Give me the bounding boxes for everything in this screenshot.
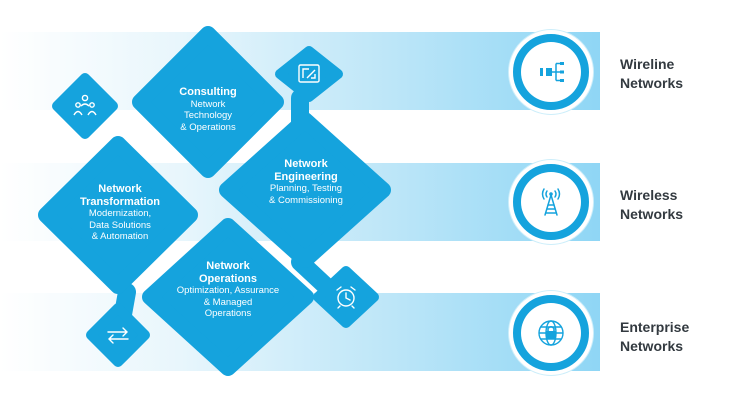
diamond-operations — [142, 218, 314, 376]
label-line: Enterprise — [620, 319, 690, 335]
service-title: Network Engineering — [274, 158, 338, 183]
wireless-network-badge — [509, 160, 593, 244]
service-desc-line: & Automation — [91, 231, 149, 242]
small-diamond-blueprint — [275, 46, 343, 102]
service-desc-line: Modernization, — [88, 208, 152, 219]
service-engineering: Network Engineering Planning, Testing & … — [262, 158, 350, 206]
globe-lock-icon — [538, 320, 564, 346]
alarm-clock-icon — [336, 286, 356, 309]
service-desc-line: & Commissioning — [269, 194, 343, 206]
service-transformation: Network Transformation Modernization, Da… — [72, 183, 168, 243]
service-consulting: Consulting Network Technology & Operatio… — [150, 86, 266, 133]
enterprise-networks-label: Enterprise Networks — [620, 318, 689, 356]
service-desc-line: Optimization, Assurance — [176, 285, 280, 296]
service-desc-line: Data Solutions — [89, 219, 151, 231]
service-title: Network Operations — [198, 260, 258, 285]
blueprint-icon — [298, 64, 320, 83]
service-title: Consulting — [179, 86, 237, 98]
enterprise-network-badge — [509, 291, 593, 375]
label-line: Wireless — [620, 187, 678, 203]
service-title: Network Transformation — [79, 183, 161, 208]
label-line: Networks — [620, 75, 684, 91]
diamond-engineering — [219, 112, 391, 268]
service-desc-line: & Operations — [180, 121, 236, 133]
wireline-networks-label: Wireline Networks — [620, 55, 683, 93]
service-desc-line: & Managed — [203, 296, 253, 308]
label-line: Networks — [620, 338, 684, 354]
diamond-consulting — [132, 26, 284, 178]
service-desc-line: Technology — [183, 110, 233, 121]
service-operations: Network Operations Optimization, Assuran… — [177, 260, 279, 320]
network-hierarchy-icon — [540, 62, 564, 82]
people-icon — [73, 94, 97, 116]
label-line: Wireline — [620, 56, 675, 72]
diamond-transformation — [38, 136, 198, 294]
arrows-exchange-icon — [107, 327, 129, 344]
small-diamond-people — [52, 73, 118, 139]
small-diamond-arrows — [86, 303, 150, 367]
radio-tower-icon — [541, 188, 561, 216]
label-line: Networks — [620, 206, 684, 222]
wireless-networks-label: Wireless Networks — [620, 186, 683, 224]
service-desc-line: Operations — [204, 308, 252, 319]
service-desc-line: Network — [190, 98, 226, 110]
service-desc-line: Planning, Testing — [269, 183, 343, 194]
wireline-network-badge — [509, 30, 593, 114]
